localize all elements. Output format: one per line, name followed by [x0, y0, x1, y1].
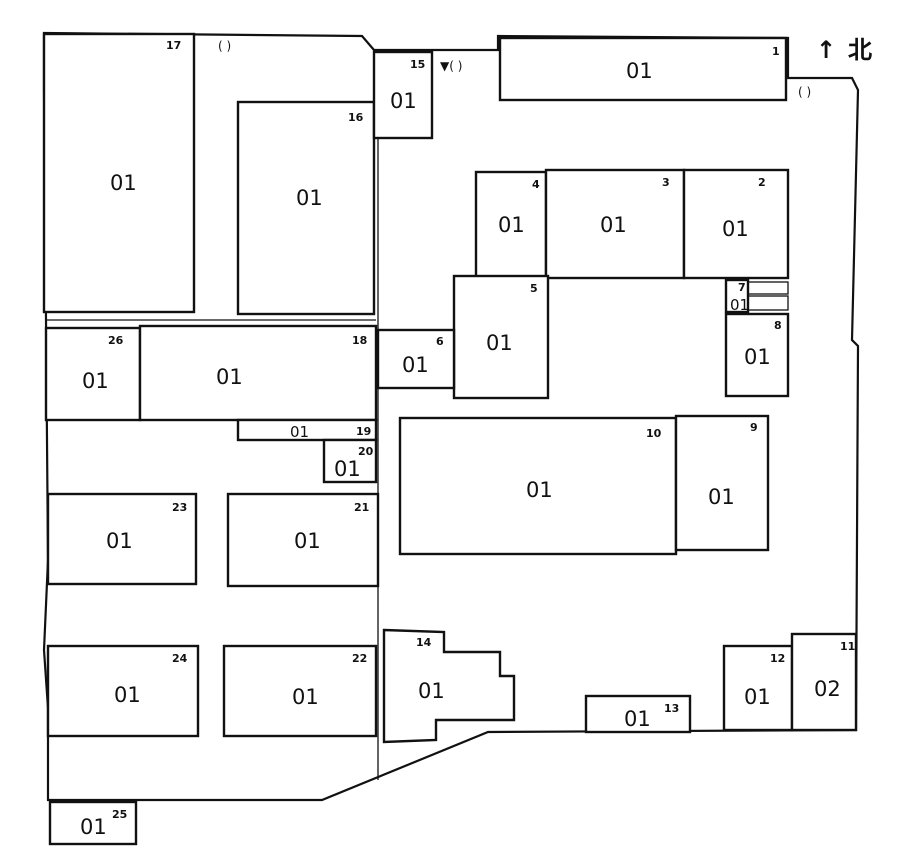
building-2-code: 01: [722, 217, 749, 241]
building-17-number: 17: [166, 39, 181, 52]
building-24-number: 24: [172, 652, 188, 665]
building-3-code: 01: [600, 213, 627, 237]
building-23-code: 01: [106, 529, 133, 553]
building-14-number: 14: [416, 636, 432, 649]
building-18: 18 01: [138, 324, 378, 422]
building-25: 25 01: [48, 800, 138, 846]
building-1-code: 01: [626, 59, 653, 83]
building-1-number: 1: [772, 45, 780, 58]
building-12: 12 01: [722, 644, 794, 732]
building-16-code: 01: [296, 186, 323, 210]
building-12-code: 01: [744, 685, 771, 709]
building-3: 3 01: [544, 168, 686, 280]
building-24-code: 01: [114, 683, 141, 707]
building-21-number: 21: [354, 501, 369, 514]
building-6: 6 01: [376, 328, 456, 390]
gate-label-top: ( ): [218, 39, 231, 53]
building-7: 7 01: [724, 278, 789, 314]
building-25-code: 01: [80, 815, 107, 839]
building-4-code: 01: [498, 213, 525, 237]
building-9-number: 9: [750, 421, 758, 434]
building-5: 5 01: [452, 274, 550, 400]
building-1: 1 01: [498, 36, 788, 102]
building-18-code: 01: [216, 365, 243, 389]
building-16-number: 16: [348, 111, 364, 124]
building-26-number: 26: [108, 334, 124, 347]
north-arrow: ↑ 北: [816, 36, 872, 64]
building-23-number: 23: [172, 501, 187, 514]
building-6-code: 01: [402, 353, 429, 377]
building-26-code: 01: [82, 369, 109, 393]
building-22: 22 01: [222, 644, 378, 738]
building-5-code: 01: [486, 331, 513, 355]
building-4-number: 4: [532, 178, 540, 191]
building-18-number: 18: [352, 334, 367, 347]
building-2-number: 2: [758, 176, 766, 189]
building-17-code: 01: [110, 171, 137, 195]
building-19-number: 19: [356, 425, 371, 438]
building-21-code: 01: [294, 529, 321, 553]
building-11: 11 02: [790, 632, 858, 732]
building-14: 14 01: [382, 628, 516, 744]
building-14-code: 01: [418, 679, 445, 703]
building-8: 8 01: [724, 312, 790, 398]
building-4: 4 01: [474, 170, 548, 280]
building-20: 20 01: [322, 438, 378, 484]
building-13-number: 13: [664, 702, 679, 715]
building-26: 26 01: [44, 326, 142, 422]
building-22-number: 22: [352, 652, 367, 665]
building-10-number: 10: [646, 427, 662, 440]
building-2: 2 01: [682, 168, 790, 280]
gate-label-15: ▼( ): [440, 59, 462, 73]
north-label: 北: [848, 36, 872, 64]
building-25-number: 25: [112, 808, 127, 821]
building-11-number: 11: [840, 640, 855, 653]
building-17: 17 01: [42, 32, 196, 314]
building-9-code: 01: [708, 485, 735, 509]
building-15: 15 01: [372, 50, 434, 140]
building-16: 16 01: [236, 100, 376, 316]
building-8-number: 8: [774, 319, 782, 332]
building-10: 10 01: [398, 416, 678, 556]
building-24: 24 01: [46, 644, 200, 738]
building-8-code: 01: [744, 345, 771, 369]
building-22-code: 01: [292, 685, 319, 709]
building-13-code: 01: [624, 707, 651, 731]
building-3-number: 3: [662, 176, 670, 189]
building-13: 13 01: [584, 694, 692, 734]
building-15-number: 15: [410, 58, 425, 71]
building-21: 21 01: [226, 492, 380, 588]
building-20-number: 20: [358, 445, 374, 458]
building-10-code: 01: [526, 478, 553, 502]
building-20-code: 01: [334, 457, 361, 481]
building-6-number: 6: [436, 335, 444, 348]
building-19: 19 01: [236, 418, 378, 442]
building-5-number: 5: [530, 282, 538, 295]
building-15-code: 01: [390, 89, 417, 113]
building-23: 23 01: [46, 492, 198, 586]
gate-label-top-right: ( ): [798, 85, 811, 99]
north-arrow-icon: ↑: [816, 36, 836, 64]
building-12-number: 12: [770, 652, 785, 665]
building-19-code: 01: [290, 423, 309, 441]
building-7-number: 7: [738, 281, 746, 294]
building-9: 9 01: [674, 414, 770, 552]
building-7-code: 01: [730, 296, 749, 314]
building-11-code: 02: [814, 677, 841, 701]
